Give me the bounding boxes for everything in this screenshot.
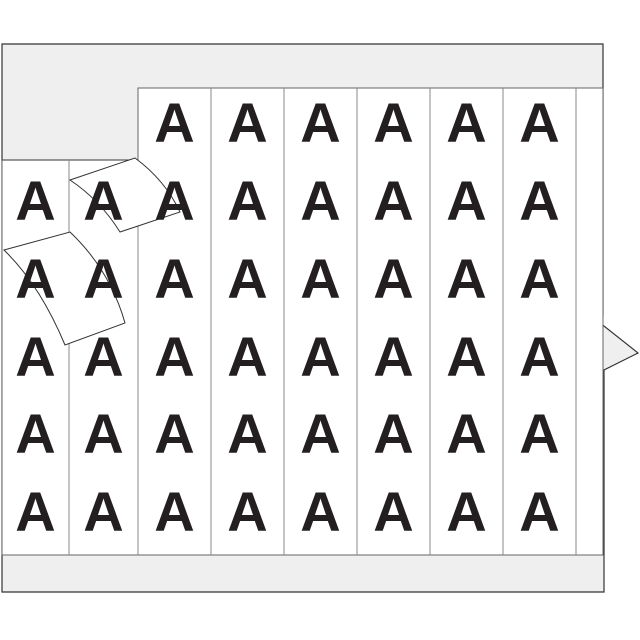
label-letter[interactable]: A — [83, 480, 123, 543]
label-letter[interactable]: A — [154, 480, 194, 543]
label-letter[interactable]: A — [15, 480, 55, 543]
label-letter[interactable]: A — [373, 480, 413, 543]
label-letter[interactable]: A — [154, 91, 194, 154]
label-letter[interactable]: A — [446, 91, 486, 154]
label-letter[interactable]: A — [300, 325, 340, 388]
label-letter[interactable]: A — [300, 480, 340, 543]
label-letter[interactable]: A — [83, 247, 123, 310]
label-letter[interactable]: A — [83, 325, 123, 388]
label-letter[interactable]: A — [446, 247, 486, 310]
label-letter[interactable]: A — [519, 402, 559, 465]
label-letter[interactable]: A — [227, 325, 267, 388]
label-letter[interactable]: A — [154, 247, 194, 310]
label-letter[interactable]: A — [446, 402, 486, 465]
label-area-full-columns — [137, 87, 604, 556]
label-letter[interactable]: A — [373, 169, 413, 232]
label-letter[interactable]: A — [15, 325, 55, 388]
label-letter[interactable]: A — [227, 91, 267, 154]
label-letter[interactable]: A — [15, 247, 55, 310]
label-letter[interactable]: A — [300, 169, 340, 232]
label-letter[interactable]: A — [446, 325, 486, 388]
label-area-partial-columns — [1, 159, 139, 556]
label-letter[interactable]: A — [519, 247, 559, 310]
label-letter[interactable]: A — [519, 91, 559, 154]
label-letter[interactable]: A — [15, 169, 55, 232]
peeled-label-2[interactable] — [3, 231, 126, 346]
label-letter[interactable]: A — [373, 91, 413, 154]
label-letter[interactable]: A — [373, 402, 413, 465]
label-letter[interactable]: A — [227, 480, 267, 543]
peeled-label-1[interactable] — [68, 157, 181, 233]
label-letter[interactable]: A — [83, 169, 123, 232]
label-letter[interactable]: A — [154, 402, 194, 465]
label-letter[interactable]: A — [300, 402, 340, 465]
label-letter[interactable]: A — [227, 169, 267, 232]
label-letter[interactable]: A — [15, 402, 55, 465]
label-letter[interactable]: A — [519, 480, 559, 543]
label-letter[interactable]: A — [154, 169, 194, 232]
label-letter[interactable]: A — [373, 325, 413, 388]
label-letter[interactable]: A — [373, 247, 413, 310]
label-letter[interactable]: A — [446, 169, 486, 232]
label-letter[interactable]: A — [154, 325, 194, 388]
label-letter[interactable]: A — [83, 402, 123, 465]
label-letter[interactable]: A — [227, 402, 267, 465]
label-letter[interactable]: A — [300, 91, 340, 154]
label-letter[interactable]: A — [519, 169, 559, 232]
label-letter[interactable]: A — [519, 325, 559, 388]
label-letter[interactable]: A — [227, 247, 267, 310]
label-letter[interactable]: A — [300, 247, 340, 310]
label-letter[interactable]: A — [446, 480, 486, 543]
